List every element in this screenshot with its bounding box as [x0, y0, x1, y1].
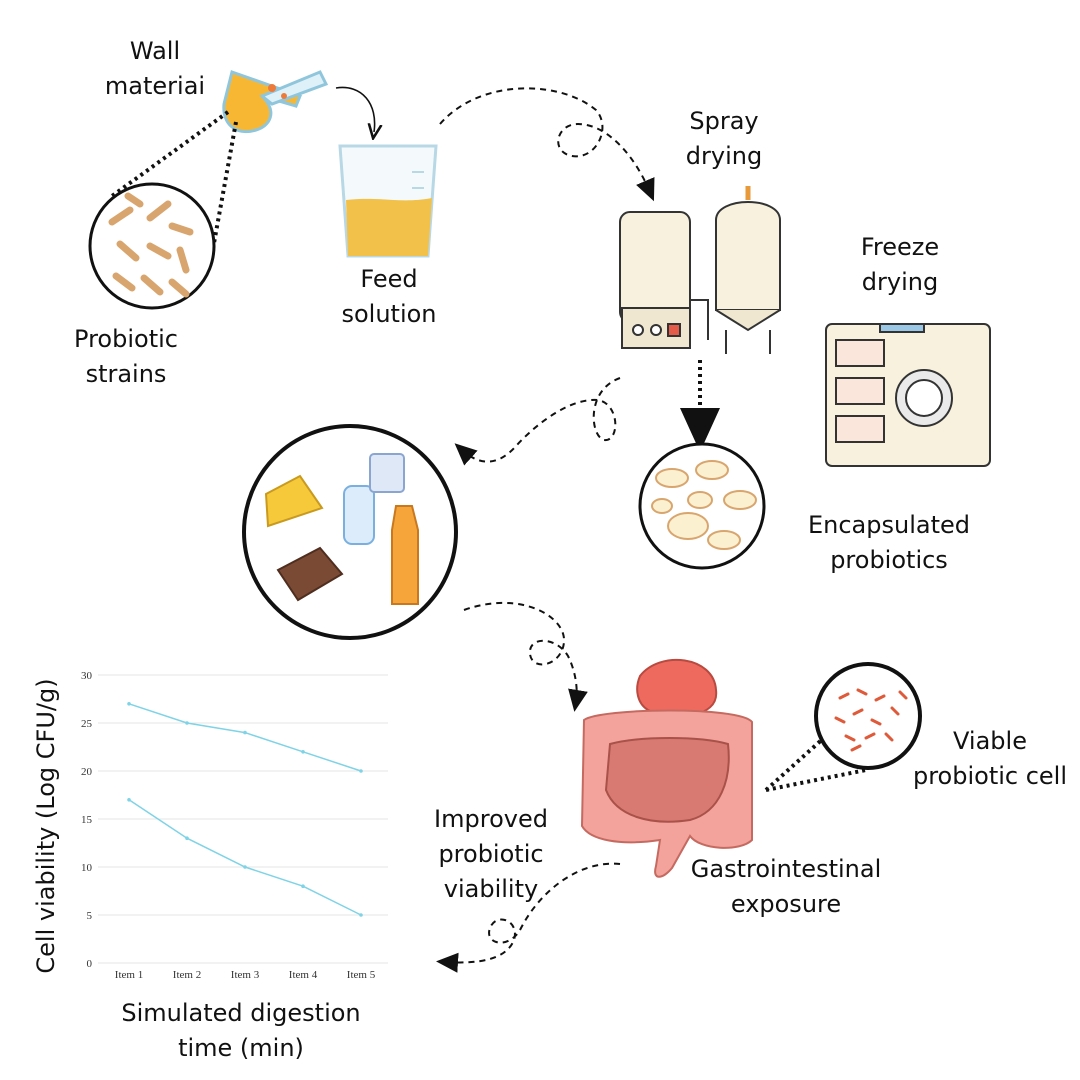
data-point [301, 750, 305, 754]
digestive-system-icon [580, 658, 753, 878]
x-tick-label: Item 3 [231, 969, 260, 981]
arrow-to-beaker [335, 86, 375, 132]
y-tick-label: 0 [87, 958, 93, 970]
series-line-2 [128, 799, 362, 916]
label-encapsulated-probiotics: Encapsulated probiotics [807, 511, 970, 574]
y-tick-label: 5 [87, 910, 93, 922]
x-tick-label: Item 5 [347, 969, 376, 981]
data-point [127, 702, 131, 706]
arrow-to-chart [436, 862, 621, 973]
food-products-icon [242, 424, 458, 640]
beaker-icon [338, 144, 438, 258]
chart-ylabel: Cell viability (Log CFU/g) [32, 678, 60, 973]
label-improved-viability: Improved probiotic viability [434, 805, 548, 903]
data-point [243, 865, 247, 869]
y-tick-label: 20 [81, 766, 93, 778]
data-point [359, 769, 363, 773]
flask-icon [222, 70, 329, 133]
arrow-to-digestive [463, 601, 588, 712]
x-tick-label: Item 4 [289, 969, 318, 981]
arrow-to-food [454, 377, 621, 466]
y-tick-label: 25 [81, 718, 93, 730]
capsules-circle-icon [638, 442, 766, 570]
label-spray-drying: Spray drying [685, 107, 763, 170]
label-feed-solution: Feed solution [341, 265, 437, 328]
x-tick-label: Item 1 [115, 969, 143, 981]
spray-dryer-icon [619, 186, 781, 354]
y-tick-label: 15 [81, 814, 93, 826]
arrow-to-spray [439, 87, 655, 202]
zoom-lines [110, 110, 238, 255]
x-tick-label: Item 2 [173, 969, 201, 981]
label-gi-exposure: Gastrointestinal exposure [690, 855, 882, 918]
data-point [185, 721, 189, 725]
viability-line-chart: 0 5 10 15 20 25 30 Item 1 Item 2 Item 3 Item 4 Ite… [32, 670, 388, 981]
data-point [127, 798, 131, 802]
data-point [243, 730, 247, 735]
y-tick-label: 30 [81, 670, 93, 682]
data-point [185, 836, 189, 840]
freeze-dryer-icon [825, 323, 991, 467]
data-point [359, 913, 363, 917]
chart-xlabel: Simulated digestion time (min) [121, 999, 361, 1062]
series-line-1 [128, 703, 362, 772]
viable-cells-circle-icon [764, 662, 922, 792]
y-tick-label: 10 [81, 862, 93, 874]
bacteria-circle-icon [88, 182, 216, 310]
label-probiotic-strains: Probiotic strains [74, 325, 178, 388]
label-wall-material: Wall materiai [104, 37, 206, 100]
label-freeze-drying: Freeze drying [860, 233, 940, 296]
label-viable-probiotic-cell: Viable probiotic cell [912, 727, 1068, 790]
data-point [301, 884, 305, 888]
